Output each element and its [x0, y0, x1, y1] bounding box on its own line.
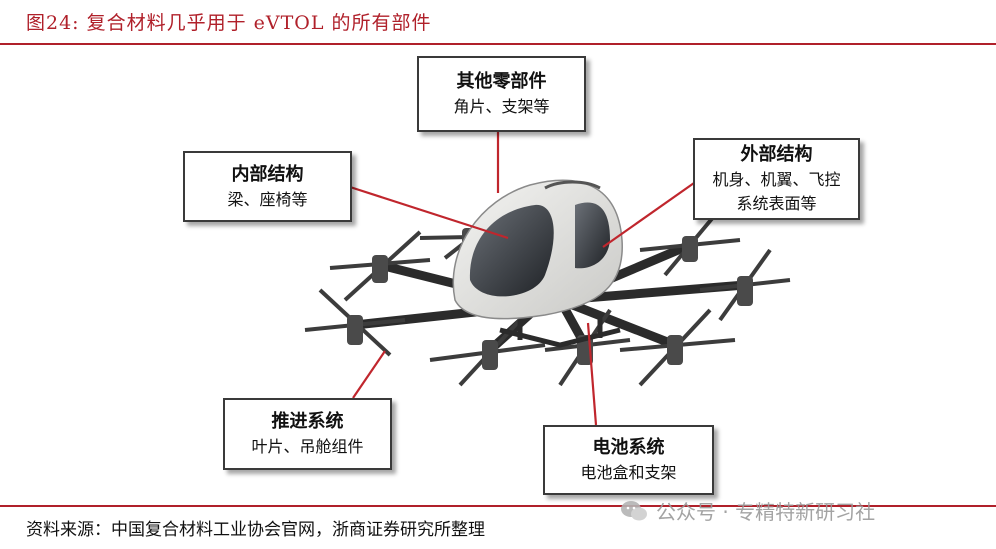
callout-other-parts-head: 其他零部件 [456, 71, 547, 92]
callout-propulsion-body: 叶片、吊舱组件 [251, 437, 364, 456]
callout-battery-body: 电池盒和支架 [580, 463, 677, 482]
wechat-icon [620, 500, 648, 522]
leader-lines [349, 131, 695, 426]
callout-propulsion-head: 推进系统 [271, 411, 344, 432]
bottom-rule [0, 505, 996, 507]
watermark-text: 公众号 · 专精特新研习社 [656, 500, 876, 524]
callout-battery-system: 电池系统 电池盒和支架 [543, 425, 714, 495]
callout-other-parts-body: 角片、支架等 [453, 97, 550, 116]
fuselage [452, 179, 623, 320]
callout-external-body-line2: 系统表面等 [736, 194, 817, 213]
watermark: 公众号 · 专精特新研习社 [620, 496, 875, 525]
callout-external-structure: 外部结构 机身、机翼、飞控 系统表面等 [693, 138, 860, 220]
callout-external-head: 外部结构 [740, 144, 813, 165]
callout-internal-structure: 内部结构 梁、座椅等 [183, 151, 352, 222]
callout-internal-body: 梁、座椅等 [227, 189, 308, 209]
callout-other-parts: 其他零部件 角片、支架等 [417, 56, 586, 132]
callout-propulsion: 推进系统 叶片、吊舱组件 [223, 398, 392, 470]
landing-skids [499, 318, 621, 348]
top-rule [0, 43, 996, 45]
callout-internal-head: 内部结构 [231, 163, 304, 185]
callout-battery-head: 电池系统 [592, 437, 665, 458]
callout-external-body-line1: 机身、机翼、飞控 [712, 170, 841, 189]
figure-title: 图24: 复合材料几乎用于 eVTOL 的所有部件 [26, 12, 432, 34]
figure-source: 资料来源：中国复合材料工业协会官网，浙商证券研究所整理 [26, 520, 485, 540]
